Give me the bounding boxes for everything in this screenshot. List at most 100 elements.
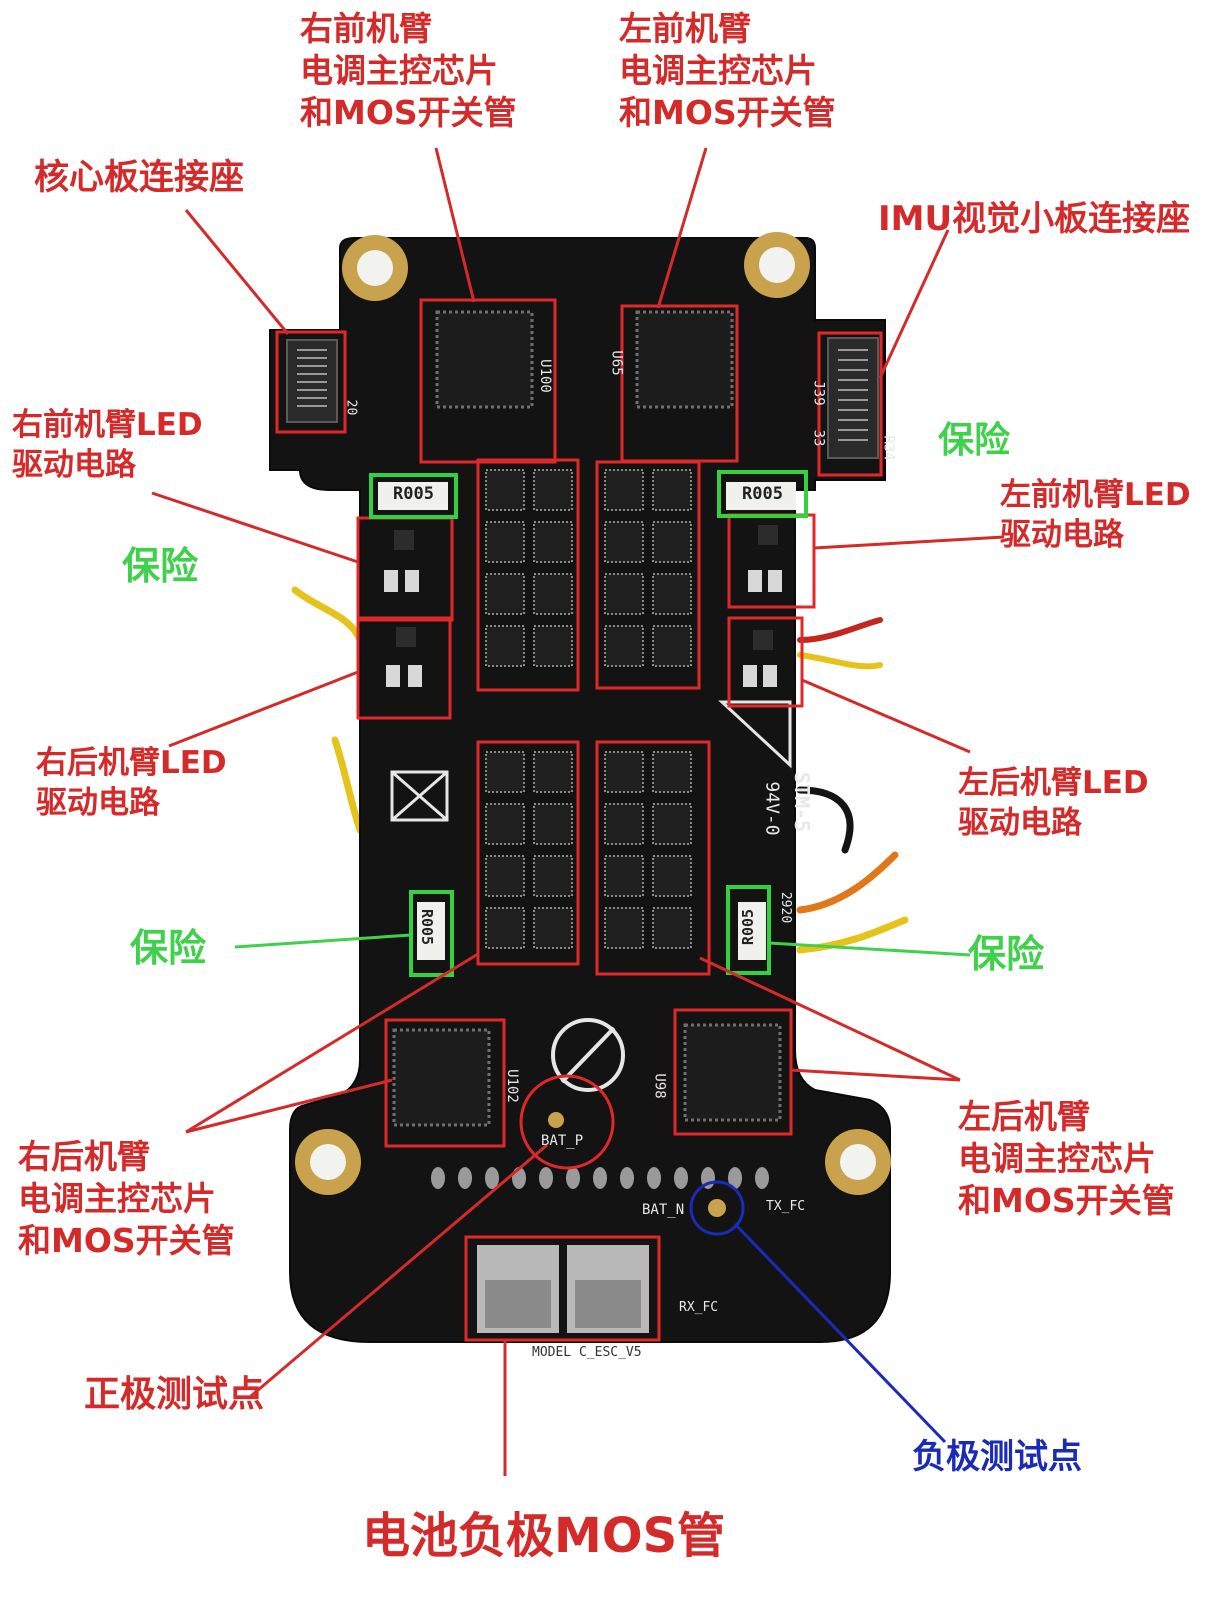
label-left-rear-led: 左后机臂LED 驱动电路 [958,764,1149,843]
label-line: 驱动电路 [36,784,160,821]
board-markings [390,700,792,1092]
label-core-connector: 核心板连接座 [34,158,245,198]
label-fuse-top-left: 保险 [122,544,199,588]
silk-rx-fc: RX_FC [679,1300,719,1315]
silk-bat-p: BAT_P [541,1133,584,1149]
mosfet-chip [533,573,573,615]
mosfet-chip [652,907,692,949]
label-line: 左后机臂LED [958,765,1149,801]
fuse-marking-1: R005 [393,484,434,504]
mosfet-chip [652,469,692,511]
label-line: 左前机臂 [619,9,751,48]
mosfet-chip [485,521,525,563]
annotation-boxes-green [369,470,808,977]
solder-pad [485,1167,499,1189]
leader-lines-red [151,147,1005,1476]
mosfet-chip [485,803,525,845]
solder-pad [593,1167,607,1189]
silk-u102: U102 [503,1069,520,1103]
wire-yellow-left-2 [331,736,364,834]
mosfet-chip [533,907,573,949]
mosfet-chip [533,521,573,563]
board-connectors [286,337,879,459]
negative-test-point-pad [708,1199,726,1217]
silk-rating: 94V-0 [761,781,783,836]
solder-pad [539,1167,553,1189]
silk-u100: U100 [536,359,553,393]
label-right-rear-esc: 右后机臂 电调主控芯片 和MOS开关管 [18,1136,235,1263]
label-line: 和MOS开关管 [958,1181,1175,1221]
label-line: 驱动电路 [958,804,1082,841]
mosfet-chip [533,625,573,667]
label-line: 驱动电路 [1000,516,1124,553]
mosfet-chip [604,855,644,897]
mounting-holes [295,232,891,1195]
solder-pad [674,1167,688,1189]
wire-red-right [797,617,883,643]
solder-pad [755,1167,769,1189]
silk-tx-fc: TX_FC [766,1199,806,1214]
mosfet-chip [604,907,644,949]
mosfet-chip [604,521,644,563]
silk-r34: R34 [880,435,897,461]
annotation-ring-blue [689,1180,745,1236]
fuse-marking-4: R005 [739,908,758,946]
label-line: 和MOS开关管 [300,93,517,133]
silk-stm: STM-5 [790,771,815,833]
solder-pad [431,1167,445,1189]
mosfet-chip [485,469,525,511]
mosfet-chip [604,751,644,793]
mosfet-chip [533,803,573,845]
esc-mcu-chips [392,310,782,1127]
label-line: 电调主控芯片 [18,1179,216,1219]
silk-bat-n: BAT_N [642,1202,685,1218]
label-line: 电调主控芯片 [300,51,498,91]
leader-lines-green [234,933,971,957]
mosfet-chip [485,625,525,667]
led-driver-parts [384,525,782,687]
silk-33: 33 [810,429,827,447]
battery-mos-parts [477,1245,649,1333]
label-line: 右前机臂 [300,9,432,48]
label-line: 电调主控芯片 [958,1139,1156,1179]
label-imu-connector: IMU视觉小板连接座 [878,199,1191,239]
mosfet-chip [604,573,644,615]
mosfet-chip [652,625,692,667]
mosfet-array [485,469,692,949]
label-negative-test-point: 负极测试点 [912,1437,1082,1477]
label-left-front-esc: 左前机臂 电调主控芯片 和MOS开关管 [619,8,836,135]
mosfet-chip [533,469,573,511]
mosfet-chip [652,521,692,563]
mosfet-chip [652,573,692,615]
mosfet-chip [652,803,692,845]
mosfet-chip [485,751,525,793]
solder-pad [728,1167,742,1189]
label-line: 右前机臂LED [12,407,203,443]
label-fuse-top-right: 保险 [938,420,1011,461]
label-fuse-bottom-left: 保险 [130,926,207,970]
silk-u98: U98 [651,1073,668,1099]
label-battery-neg-mos: 电池负极MOS管 [362,1508,726,1564]
label-line: 右后机臂 [18,1137,150,1176]
label-left-rear-esc: 左后机臂 电调主控芯片 和MOS开关管 [958,1096,1175,1223]
fuse-marking-2: R005 [742,484,783,504]
wire-yellow-right-2 [796,916,909,954]
silk-20: 20 [343,399,359,416]
wire-black-right [796,786,854,854]
solder-pad [647,1167,661,1189]
label-line: 右后机臂LED [36,745,227,781]
mosfet-chip [652,751,692,793]
wire-orange-right [796,851,899,914]
solder-pad [458,1167,472,1189]
leader-lines-blue [733,1222,947,1444]
silk-2920: 2920 [778,891,794,924]
fuse-components [378,482,796,960]
mosfet-chip [533,855,573,897]
mosfet-chip [652,855,692,897]
mosfet-chip [604,625,644,667]
label-fuse-bottom-right: 保险 [968,932,1045,976]
mosfet-chip [485,907,525,949]
mosfet-chip [485,855,525,897]
silk-u65: U65 [608,350,625,376]
